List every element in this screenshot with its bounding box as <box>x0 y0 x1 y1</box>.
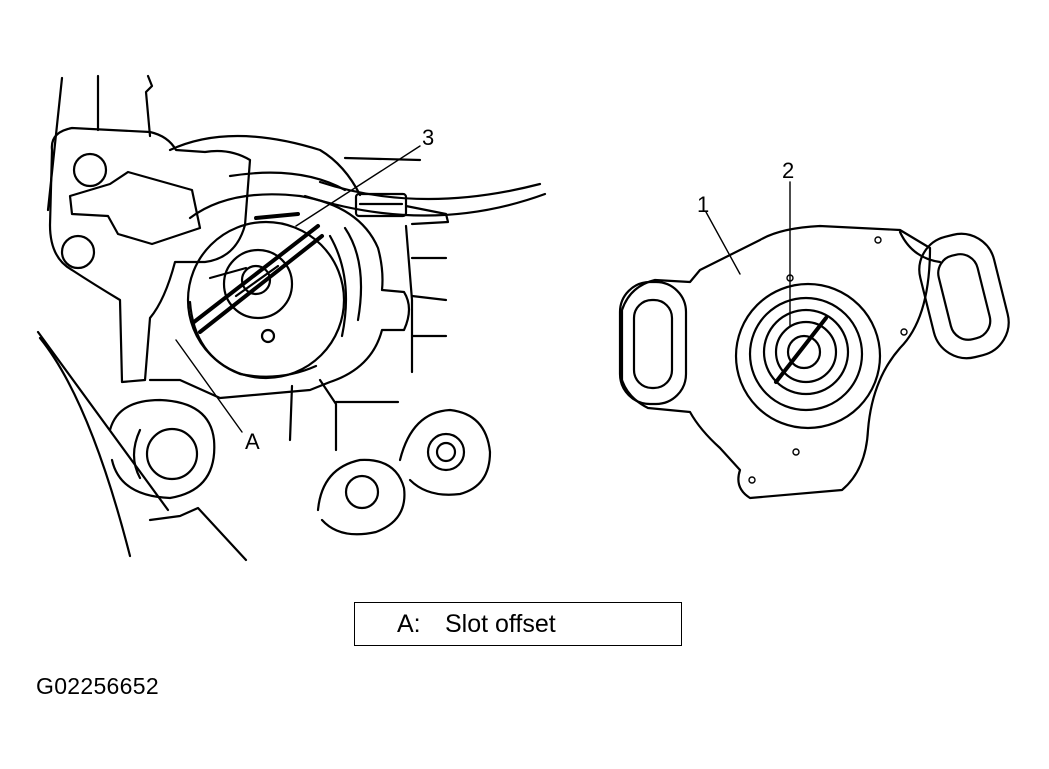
legend-letter: A: <box>397 609 421 638</box>
legend-box: A: Slot offset <box>354 602 682 646</box>
callout-label-a: A <box>245 429 260 454</box>
legend-text: Slot offset <box>445 609 556 638</box>
callout-label-3: 3 <box>422 125 434 150</box>
callout-label-2: 2 <box>782 158 794 183</box>
throttle-body-assembly <box>36 74 547 562</box>
callout-label-1: 1 <box>697 192 709 217</box>
figure-id: G02256652 <box>36 673 159 699</box>
throttle-position-sensor <box>618 181 1010 500</box>
callout-3-leader <box>295 145 421 227</box>
